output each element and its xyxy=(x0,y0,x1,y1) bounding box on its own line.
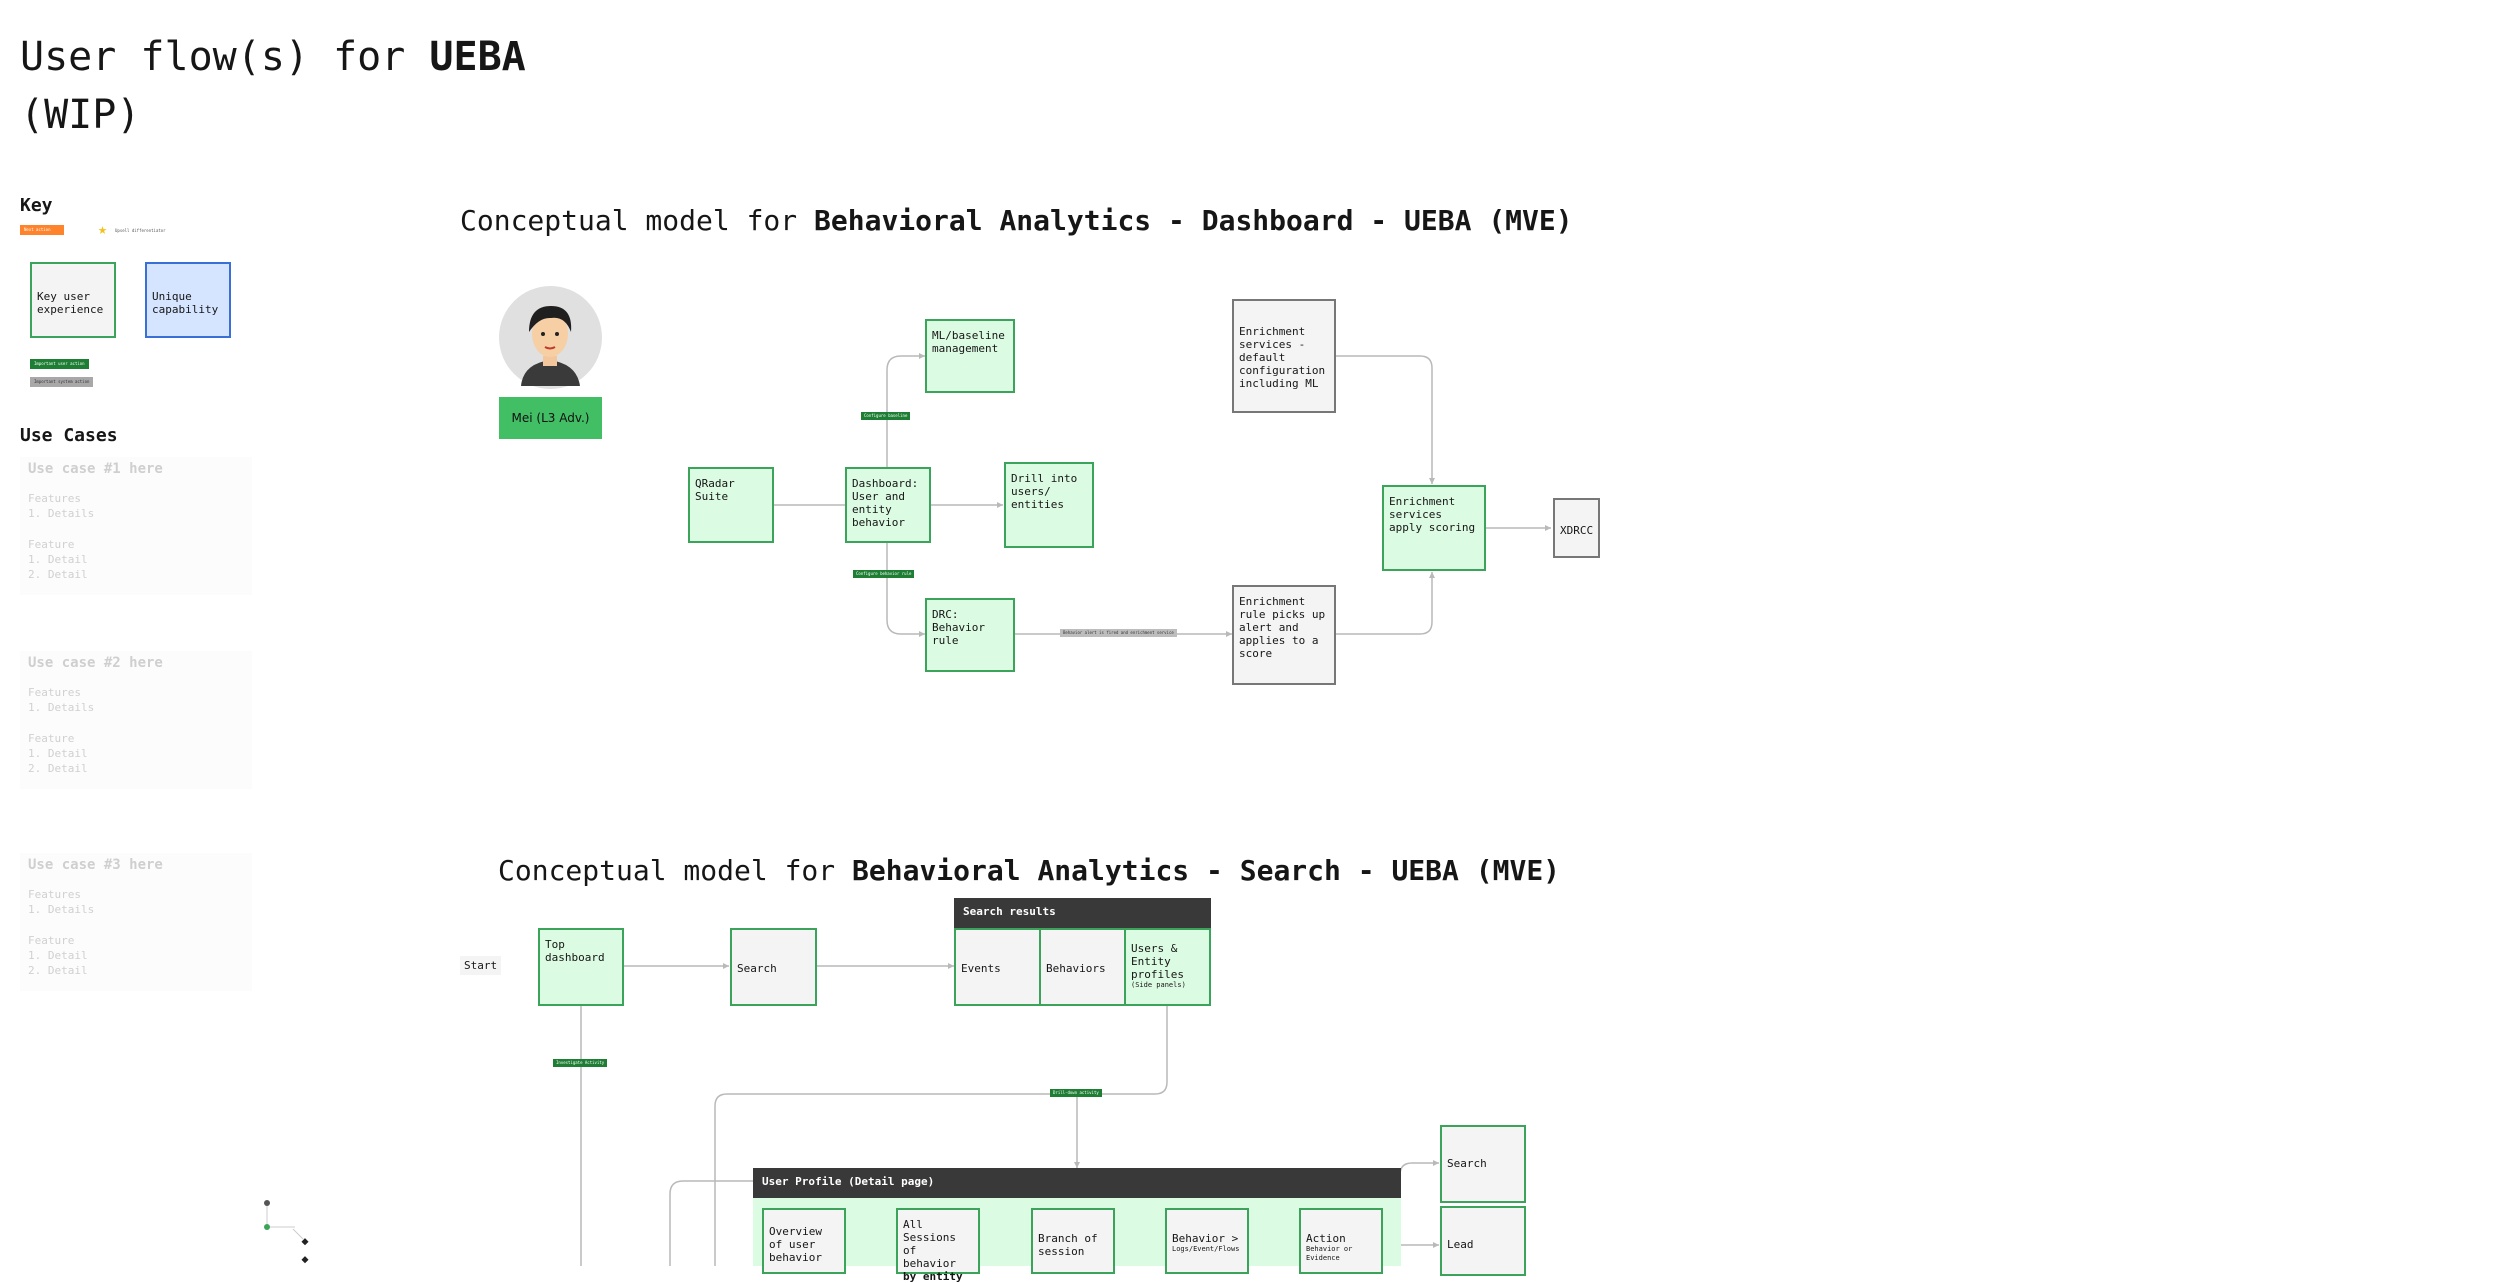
title-suffix: (WIP) xyxy=(20,92,141,138)
persona-avatar xyxy=(499,286,602,389)
alert-fired-label: Behavior alert is fired and enrichment s… xyxy=(1060,629,1177,637)
page-title: User flow(s) for UEBA (WIP) xyxy=(20,28,540,144)
behavior-logs-sub: Logs/Event/Flows xyxy=(1172,1245,1240,1253)
behavior-logs-label: Behavior > xyxy=(1172,1232,1239,1245)
use-case-title: Use case #1 here xyxy=(28,461,163,477)
use-case-feature: Feature xyxy=(28,538,75,551)
all-sessions-node[interactable]: All Sessions of behavior by entity xyxy=(896,1208,980,1283)
investigate-activity-label: Investigate Activity xyxy=(553,1059,608,1067)
configure-rule-label: Configure behavior rule xyxy=(853,570,915,578)
use-case-detail: 1. Detail xyxy=(28,747,88,760)
key-star-label: Upsell differentiator xyxy=(115,228,166,233)
start-marker: Start xyxy=(460,956,502,975)
use-case-features: Features xyxy=(28,686,81,699)
key-orange-chip: Next action xyxy=(20,225,64,235)
enrichment-rule-node[interactable]: Enrichment rule picks up alert and appli… xyxy=(1232,585,1336,685)
minimap-thumbnail xyxy=(264,1200,309,1264)
overview-behavior-node[interactable]: Overview of user behavior xyxy=(762,1208,846,1274)
drill-users-node[interactable]: Drill into users/ entities xyxy=(1004,462,1094,548)
search-results-bar: Search results xyxy=(954,898,1211,928)
key-grey-chip: Important system action xyxy=(30,377,94,387)
use-case-title: Use case #3 here xyxy=(28,857,163,873)
xdrcc-node[interactable]: XDRCC xyxy=(1553,498,1600,558)
behaviors-node[interactable]: Behaviors xyxy=(1039,928,1126,1006)
drilldown-activity-label: Drill-down activity xyxy=(1050,1089,1102,1097)
branch-session-node[interactable]: Branch of session xyxy=(1031,1208,1115,1274)
events-node[interactable]: Events xyxy=(954,928,1041,1006)
user-profile-bar: User Profile (Detail page) xyxy=(753,1168,1401,1198)
dashboard-heading: Conceptual model for Behavioral Analytic… xyxy=(460,203,1573,239)
key-green-box: Key user experience xyxy=(30,262,116,338)
search-heading: Conceptual model for Behavioral Analytic… xyxy=(498,853,1560,889)
use-case-detail: 1. Detail xyxy=(28,949,88,962)
use-case-3: Use case #3 here Features 1. Details Fea… xyxy=(20,853,252,991)
key-heading: Key xyxy=(20,195,53,216)
use-case-detail: 1. Details xyxy=(28,903,95,916)
action-sub: Behavior or Evidence xyxy=(1306,1245,1353,1262)
use-case-features: Features xyxy=(28,492,81,505)
all-sessions-bold: by entity xyxy=(903,1270,963,1283)
enrichment-default-node[interactable]: Enrichment services - default configurat… xyxy=(1232,299,1336,413)
lead-node[interactable]: Lead xyxy=(1440,1206,1526,1276)
search-heading-prefix: Conceptual model for xyxy=(498,854,853,887)
configure-baseline-label: Configure baseline xyxy=(861,412,911,420)
users-entity-node[interactable]: Users & Entity profiles (Side panels) xyxy=(1124,928,1211,1006)
behavior-logs-node[interactable]: Behavior > Logs/Event/Flows xyxy=(1165,1208,1249,1274)
action-node[interactable]: Action Behavior or Evidence xyxy=(1299,1208,1383,1274)
dashboard-heading-bold: Behavioral Analytics - Dashboard - UEBA … xyxy=(814,204,1573,237)
use-case-feature: Feature xyxy=(28,732,75,745)
title-bold: UEBA xyxy=(429,34,526,80)
use-cases-heading: Use Cases xyxy=(20,425,118,446)
dashboard-heading-prefix: Conceptual model for xyxy=(460,204,815,237)
key-blue-box: Unique capability xyxy=(145,262,231,338)
all-sessions-label: All Sessions of behavior xyxy=(903,1218,956,1270)
drc-behavior-rule-node[interactable]: DRC: Behavior rule xyxy=(925,598,1015,672)
use-case-2: Use case #2 here Features 1. Details Fea… xyxy=(20,651,252,789)
users-entity-label: Users & Entity profiles xyxy=(1131,942,1184,981)
use-case-detail: 1. Detail xyxy=(28,553,88,566)
users-entity-sub: (Side panels) xyxy=(1131,981,1186,989)
right-search-node[interactable]: Search xyxy=(1440,1125,1526,1203)
action-label: Action xyxy=(1306,1232,1346,1245)
use-case-feature: Feature xyxy=(28,934,75,947)
use-case-features: Features xyxy=(28,888,81,901)
persona-badge[interactable]: Mei (L3 Adv.) xyxy=(499,397,602,439)
use-case-detail: 2. Detail xyxy=(28,568,88,581)
key-green-chip: Important user action xyxy=(30,359,89,369)
search-node[interactable]: Search xyxy=(730,928,817,1006)
search-heading-bold: Behavioral Analytics - Search - UEBA (MV… xyxy=(852,854,1561,887)
top-dashboard-node[interactable]: Top dashboard xyxy=(538,928,624,1006)
ml-baseline-node[interactable]: ML/baseline management xyxy=(925,319,1015,393)
dashboard-node[interactable]: Dashboard: User and entity behavior xyxy=(845,467,931,543)
enrichment-apply-node[interactable]: Enrichment services apply scoring xyxy=(1382,485,1486,571)
title-prefix: User flow(s) for xyxy=(20,34,430,80)
star-icon: ★ xyxy=(98,220,108,238)
use-case-detail: 2. Detail xyxy=(28,964,88,977)
use-case-detail: 1. Details xyxy=(28,507,95,520)
use-case-1: Use case #1 here Features 1. Details Fea… xyxy=(20,457,252,595)
use-case-detail: 1. Details xyxy=(28,701,95,714)
qradar-suite-node[interactable]: QRadar Suite xyxy=(688,467,774,543)
use-case-title: Use case #2 here xyxy=(28,655,163,671)
use-case-detail: 2. Detail xyxy=(28,762,88,775)
